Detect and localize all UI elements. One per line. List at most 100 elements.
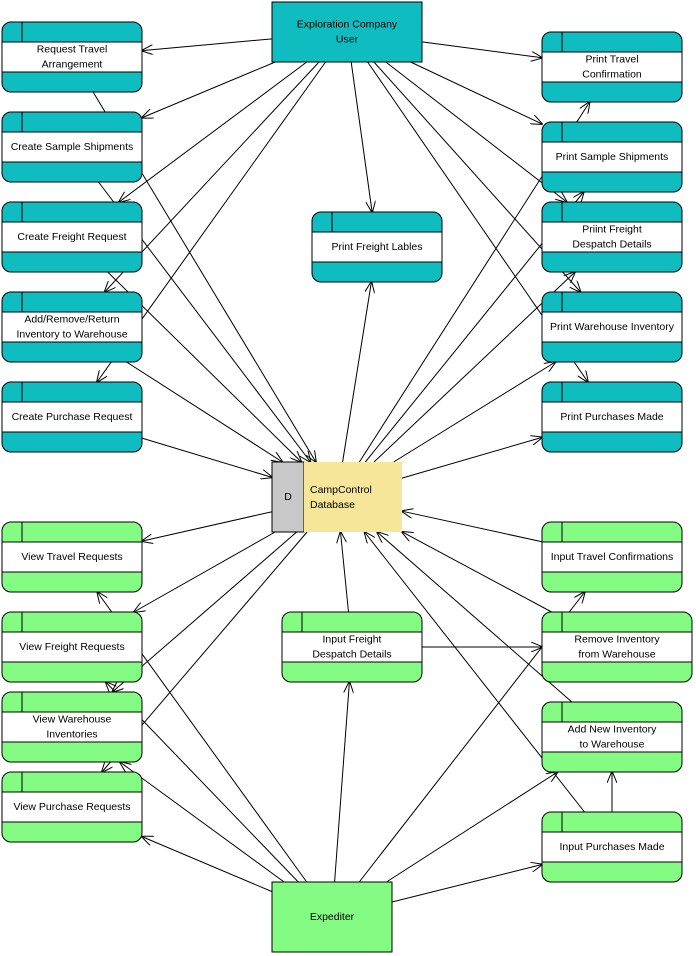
process-print-travel-label-line: Confirmation (582, 69, 642, 81)
process-input-travel-body (542, 542, 682, 572)
process-view-travel-label-line: View Travel Requests (21, 551, 122, 563)
process-print-sample-body (542, 142, 682, 172)
flow-arrow-user-to-request-travel (142, 38, 273, 51)
flow-arrow-expediter-to-input-freight-despatch (334, 682, 350, 883)
process-print-freight-despatch-label-line: Despatch Details (572, 239, 651, 251)
process-input-purchases[interactable]: Input Purchases Made (541, 811, 683, 883)
flow-arrow-user-to-print-travel (421, 41, 542, 58)
process-create-purchase-body (2, 402, 142, 432)
process-create-sample-label-line: Create Sample Shipments (11, 141, 134, 153)
process-view-warehouse-label-line: Inventories (46, 729, 97, 741)
flow-arrow-database-to-print-freight-labels (342, 282, 372, 463)
process-request-travel-body (2, 42, 142, 72)
process-input-purchases-body (542, 832, 682, 862)
flow-arrow-user-to-create-freight (119, 61, 308, 202)
process-remove-inventory-label-line: Remove Inventory (574, 634, 660, 646)
process-print-purchases-body (542, 402, 682, 432)
flow-arrow-input-travel-to-database (402, 511, 543, 543)
entity-expediter-shape (271, 881, 393, 953)
process-create-purchase[interactable]: Create Purchase Request (1, 381, 143, 453)
flow-arrow-user-to-print-sample (410, 61, 542, 124)
process-view-purchase-body (2, 792, 142, 822)
process-add-inventory-label-line: to Warehouse (580, 739, 645, 751)
entity-expediter[interactable]: Expediter (271, 881, 393, 953)
process-input-freight-despatch-label-line: Input Freight (323, 634, 382, 646)
flow-arrow-user-to-create-sample (142, 61, 276, 118)
data-store-label-cell (304, 462, 402, 532)
process-view-travel[interactable]: View Travel Requests (1, 521, 143, 593)
flow-arrow-database-to-print-purchases (401, 437, 542, 479)
process-add-remove-inventory-label-line: Add/Remove/Return (24, 314, 119, 326)
entity-user-label-line: Exploration Company (297, 19, 398, 31)
process-view-freight[interactable]: View Freight Requests (1, 611, 143, 683)
data-store-name-line: Database (310, 499, 355, 511)
process-add-inventory[interactable]: Add New Inventory to Warehouse (541, 701, 683, 773)
flow-arrow-database-to-view-warehouse (112, 531, 298, 692)
process-print-sample-label-line: Print Sample Shipments (556, 151, 669, 163)
process-view-warehouse-body (2, 712, 142, 742)
process-add-inventory-body (542, 722, 682, 752)
process-view-purchase[interactable]: View Purchase Requests (1, 771, 143, 843)
process-view-travel-body (2, 542, 142, 572)
process-print-travel-label-line: Print Travel (585, 54, 638, 66)
process-print-purchases-label-line: Print Purchases Made (560, 411, 663, 423)
flow-arrow-input-freight-despatch-to-database (341, 532, 349, 613)
process-add-remove-inventory-body (2, 312, 142, 342)
process-create-freight[interactable]: Create Freight Request (1, 201, 143, 273)
flow-arrow-user-to-print-freight-despatch (385, 61, 567, 202)
process-create-sample[interactable]: Create Sample Shipments (1, 111, 143, 183)
process-print-purchases[interactable]: Print Purchases Made (541, 381, 683, 453)
flow-arrow-database-to-print-freight-despatch (373, 272, 575, 463)
process-print-warehouse-label-line: Print Warehouse Inventory (550, 321, 675, 333)
process-print-freight-despatch-label-line: Priint Freight (582, 224, 642, 236)
flow-arrow-database-to-view-travel (142, 511, 273, 541)
process-input-travel-label-line: Input Travel Confirmations (551, 551, 674, 563)
process-create-freight-body (2, 222, 142, 252)
process-print-sample[interactable]: Print Sample Shipments (541, 121, 683, 193)
process-print-freight-labels[interactable]: Print Freight Lables (311, 211, 443, 283)
flow-arrow-add-remove-inventory-to-database (126, 361, 283, 462)
process-add-inventory-label-line: Add New Inventory (568, 724, 657, 736)
data-store-id-cell (271, 461, 305, 533)
process-view-freight-label-line: View Freight Requests (19, 641, 124, 653)
process-view-freight-body (2, 632, 142, 662)
process-remove-inventory[interactable]: Remove Inventory from Warehouse (541, 611, 693, 683)
process-remove-inventory-body (542, 632, 692, 662)
process-create-sample-body (2, 132, 142, 162)
flow-arrow-create-purchase-to-database (141, 437, 272, 477)
process-print-warehouse[interactable]: Print Warehouse Inventory (541, 291, 683, 363)
process-print-freight-despatch-body (542, 222, 682, 252)
process-create-purchase-label-line: Create Purchase Request (12, 411, 133, 423)
flow-arrow-user-to-print-freight-labels (350, 61, 372, 212)
process-create-freight-label-line: Create Freight Request (17, 231, 126, 243)
process-input-travel[interactable]: Input Travel Confirmations (541, 521, 683, 593)
process-request-travel-label-line: Request Travel (37, 44, 108, 56)
process-input-freight-despatch-body (282, 632, 422, 662)
flow-arrow-database-to-print-warehouse (393, 362, 556, 463)
process-print-travel-body (542, 52, 682, 82)
process-input-freight-despatch-label-line: Despatch Details (312, 649, 391, 661)
flow-arrow-database-to-view-freight (134, 531, 276, 612)
process-remove-inventory-label-line: from Warehouse (578, 649, 655, 661)
process-print-freight-labels-label-line: Print Freight Lables (331, 241, 422, 253)
flow-arrow-expediter-to-view-purchase (142, 837, 273, 893)
data-store-name-line: CampControl (310, 484, 372, 496)
process-input-purchases-label-line: Input Purchases Made (559, 841, 664, 853)
process-view-purchase-label-line: View Purchase Requests (13, 801, 130, 813)
process-print-warehouse-body (542, 312, 682, 342)
flow-arrow-add-inventory-to-database (377, 532, 573, 703)
data-store-id: D (284, 491, 292, 503)
flow-arrow-remove-inventory-to-database (402, 532, 552, 613)
process-add-remove-inventory-label-line: Inventory to Warehouse (16, 329, 127, 341)
flow-arrow-expediter-to-input-purchases (391, 865, 542, 903)
process-print-freight-labels-body (312, 232, 442, 262)
